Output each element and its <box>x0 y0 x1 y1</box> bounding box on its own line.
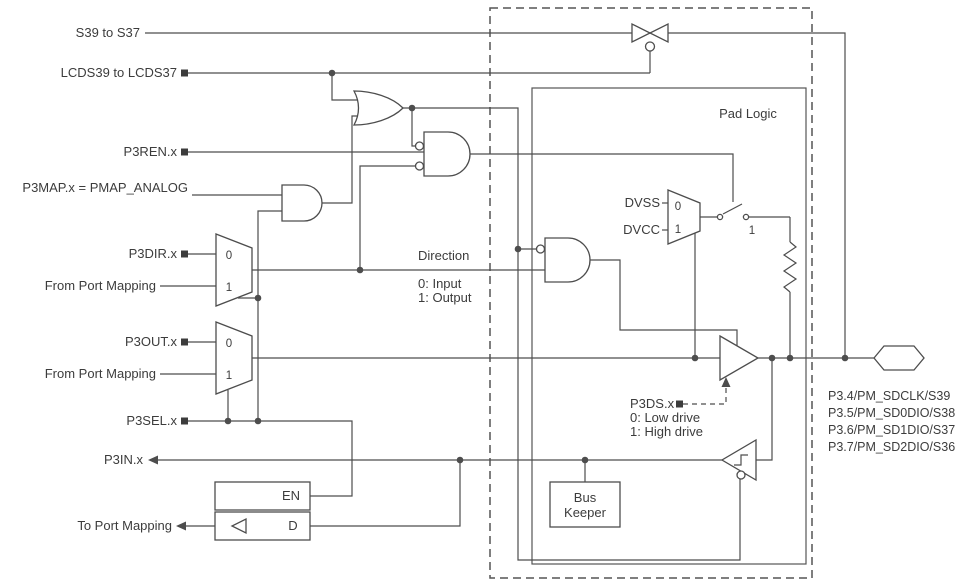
schmitt-input-buffer <box>720 438 757 482</box>
switch-position-1: 1 <box>749 225 755 237</box>
arrowheads <box>148 377 731 531</box>
resistor <box>782 241 798 293</box>
pin-name-3: P3.7/PM_SD2DIO/S36 <box>828 440 955 454</box>
wire-lcds-to-or <box>331 73 360 101</box>
p3in-arrow-icon <box>148 455 158 465</box>
label-latch-en: EN <box>282 488 300 503</box>
wire-or-to-schmitt-enable <box>517 249 741 561</box>
wire-and-to-or <box>320 115 360 204</box>
wires <box>145 32 874 561</box>
label-p3dir: P3DIR.x <box>129 246 178 261</box>
and-gate-ren <box>414 131 471 177</box>
latch-en-box <box>214 481 311 511</box>
label-p3ren: P3REN.x <box>124 144 178 159</box>
label-bus-keeper-2: Keeper <box>564 505 607 520</box>
hysteresis-icon <box>734 454 748 466</box>
wire-direction-to-renand <box>359 165 416 270</box>
dirmux-1: 1 <box>226 282 232 294</box>
pad-logic-dashed-boundary <box>489 7 813 579</box>
clock-triangle-icon <box>230 517 247 535</box>
label-direction-output: 1: Output <box>418 290 472 305</box>
label-dvcc: DVCC <box>623 222 660 237</box>
pad-hexagon <box>873 345 925 371</box>
nand-gate-output-enable <box>535 237 591 283</box>
mux-pull-rail <box>667 189 701 245</box>
or-gate <box>352 90 404 126</box>
wire-pad-to-schmitt <box>756 358 773 461</box>
label-s39: S39 to S37 <box>76 25 140 40</box>
and-gate-pmap <box>281 184 323 222</box>
p3sel-bit-marker <box>181 417 188 425</box>
pin-name-1: P3.5/PM_SD0DIO/S38 <box>828 406 955 420</box>
pad-logic-inner-box <box>531 87 807 565</box>
bus-keeper-box <box>549 481 621 528</box>
mux-p3out <box>215 321 253 395</box>
label-pad-logic: Pad Logic <box>719 106 777 121</box>
mux-p3dir <box>215 233 253 307</box>
schmitt-enable-bubble <box>736 470 746 480</box>
wire-to-d-latch <box>310 460 461 527</box>
label-p3map: P3MAP.x = PMAP_ANALOG <box>22 180 188 195</box>
transmission-gate-control-bubble <box>644 41 656 52</box>
p3ds-bit-marker <box>676 400 683 408</box>
resistor-switch <box>716 203 750 221</box>
label-direction-input: 0: Input <box>418 276 462 291</box>
label-lcds: LCDS39 to LCDS37 <box>61 65 177 80</box>
lcds-bit-marker <box>181 69 188 77</box>
label-from-port-mapping-out: From Port Mapping <box>45 366 156 381</box>
label-from-port-mapping-dir: From Port Mapping <box>45 278 156 293</box>
outmux-1: 1 <box>226 370 232 382</box>
wire-p3sel-to-and <box>257 210 282 421</box>
wire-or-to-renand <box>411 108 416 147</box>
railmux-0: 0 <box>675 201 681 213</box>
label-p3sel: P3SEL.x <box>126 413 177 428</box>
label-bus-keeper-1: Bus <box>574 490 597 505</box>
label-p3in: P3IN.x <box>104 452 144 467</box>
label-p3ds-high: 1: High drive <box>630 424 703 439</box>
register-bit-markers <box>181 69 683 425</box>
wire-nand-to-driver-enable <box>590 259 738 346</box>
wire-or-to-nand <box>402 107 537 250</box>
label-to-port-mapping: To Port Mapping <box>77 518 172 533</box>
junction-dots <box>224 69 849 464</box>
transmission-gate <box>631 22 669 52</box>
label-latch-d: D <box>288 518 297 533</box>
wire-p3ds-dashed <box>683 382 727 405</box>
p3out-bit-marker <box>181 338 188 346</box>
label-p3ds-low: 0: Low drive <box>630 410 700 425</box>
pin-name-0: P3.4/PM_SDCLK/S39 <box>828 389 950 403</box>
p3ds-arrow-icon <box>721 377 731 387</box>
pin-name-2: P3.6/PM_SD1DIO/S37 <box>828 423 955 437</box>
wire-ren-to-switch <box>468 153 734 202</box>
wire-s39 <box>145 32 846 358</box>
label-dvss: DVSS <box>625 195 661 210</box>
railmux-1: 1 <box>675 224 681 236</box>
outmux-0: 0 <box>226 338 232 350</box>
p3ren-bit-marker <box>181 148 188 156</box>
to-port-mapping-arrow-icon <box>176 521 186 531</box>
dirmux-0: 0 <box>226 250 232 262</box>
output-driver-buffer <box>719 334 760 382</box>
label-p3ds-title: P3DS.x <box>630 396 675 411</box>
label-p3out: P3OUT.x <box>125 334 178 349</box>
p3dir-bit-marker <box>181 250 188 258</box>
label-direction-title: Direction <box>418 248 469 263</box>
wire-p3sel <box>188 420 353 497</box>
port-mapping-latch <box>214 481 311 541</box>
